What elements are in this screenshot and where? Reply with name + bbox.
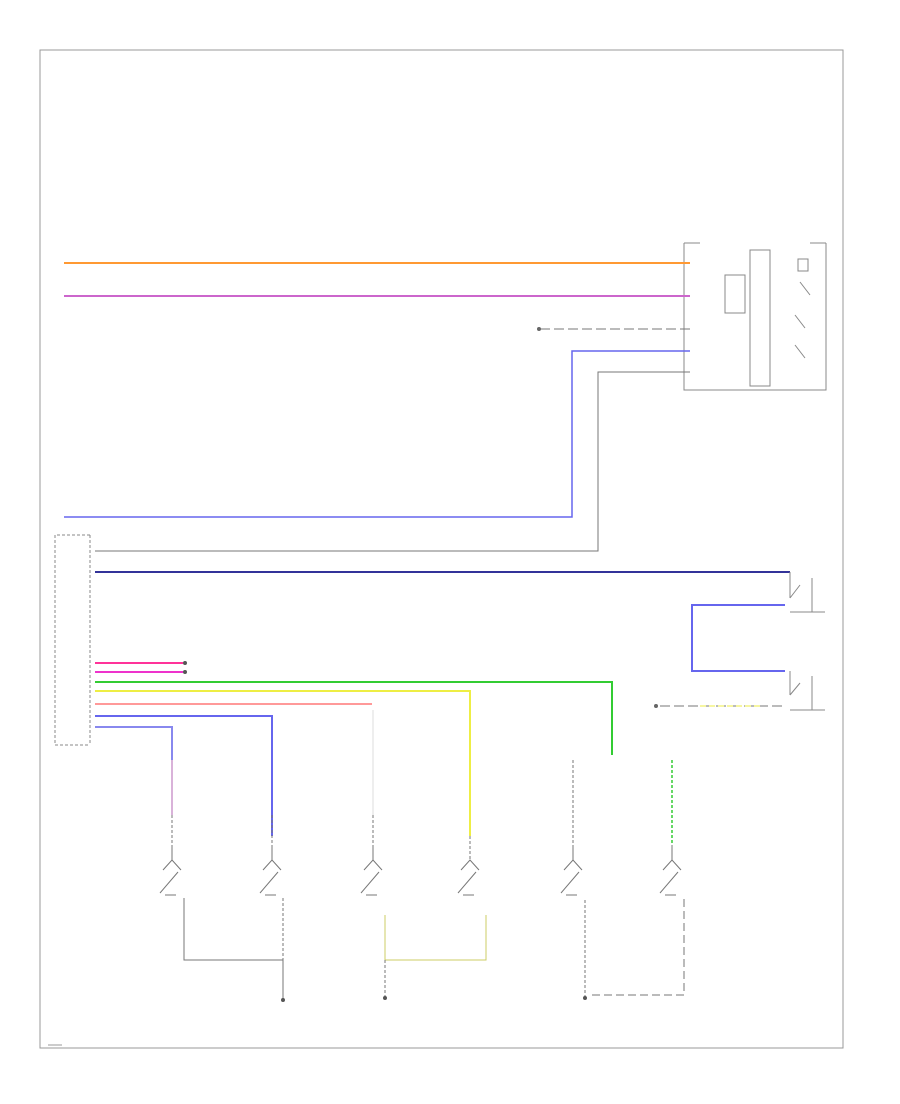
door-switch-5 (560, 760, 583, 896)
ground-terminal-fuel (654, 704, 658, 708)
combination-meter (683, 242, 827, 391)
wire-gray-meter (95, 371, 690, 552)
ground-return-right (592, 898, 685, 996)
ground-terminal-center (383, 996, 387, 1000)
ground-return-left (183, 898, 284, 1000)
door-switch-3 (360, 815, 383, 896)
fuel-door-lock (789, 671, 825, 711)
meter-control-unit (749, 249, 771, 387)
ground-terminal-left (281, 998, 285, 1002)
wire-yellow (95, 690, 471, 836)
wire-blue-3 (95, 726, 173, 760)
connector-pink-2 (183, 670, 187, 674)
ground-return-center (384, 915, 487, 961)
fuel-door-open-switch (789, 572, 825, 613)
ground-terminal-meter (537, 327, 541, 331)
ground-terminal-right (583, 996, 587, 1000)
meter-display (724, 274, 746, 314)
bcm (54, 534, 91, 746)
door-switch-6 (659, 760, 682, 896)
door-switch-4 (457, 836, 480, 896)
door-switch-2 (259, 815, 282, 896)
diagram-frame (39, 49, 844, 1049)
door-switch-1 (159, 815, 182, 896)
wire-green (95, 681, 613, 755)
wire-blue-fuel (691, 604, 785, 672)
connector-pink-1 (183, 661, 187, 665)
wire-blue-2 (95, 715, 273, 836)
wire-blue-meter (64, 350, 690, 518)
